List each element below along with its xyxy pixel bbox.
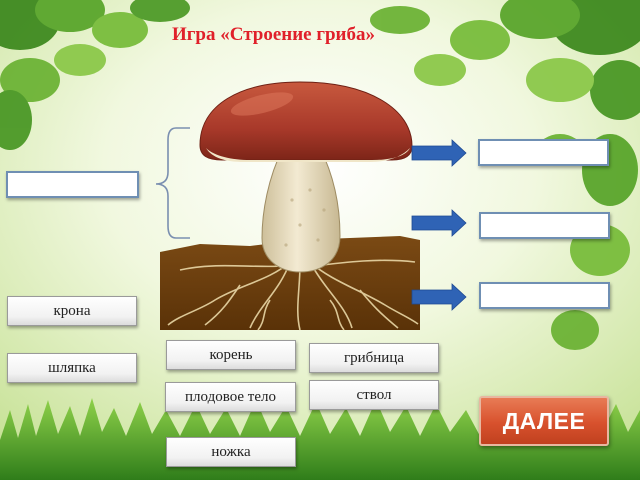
- cap-stem-bracket: [155, 127, 190, 239]
- answer-slot-bottom[interactable]: [479, 282, 610, 309]
- word-card[interactable]: ствол: [309, 380, 439, 410]
- next-button[interactable]: ДАЛЕЕ: [479, 396, 609, 446]
- word-card[interactable]: шляпка: [7, 353, 137, 383]
- arrow-right-icon: [411, 139, 467, 167]
- answer-slot-middle[interactable]: [479, 212, 610, 239]
- arrow-right-icon: [411, 209, 467, 237]
- answer-slot-top[interactable]: [478, 139, 609, 166]
- word-card[interactable]: крона: [7, 296, 137, 326]
- word-card[interactable]: плодовое тело: [165, 382, 296, 412]
- mushroom-illustration: [199, 81, 413, 273]
- word-card[interactable]: ножка: [166, 437, 296, 467]
- game-title: Игра «Строение гриба»: [172, 24, 375, 45]
- word-card[interactable]: корень: [166, 340, 296, 370]
- answer-slot-whole[interactable]: [6, 171, 139, 198]
- word-card[interactable]: грибница: [309, 343, 439, 373]
- arrow-right-icon: [411, 283, 467, 311]
